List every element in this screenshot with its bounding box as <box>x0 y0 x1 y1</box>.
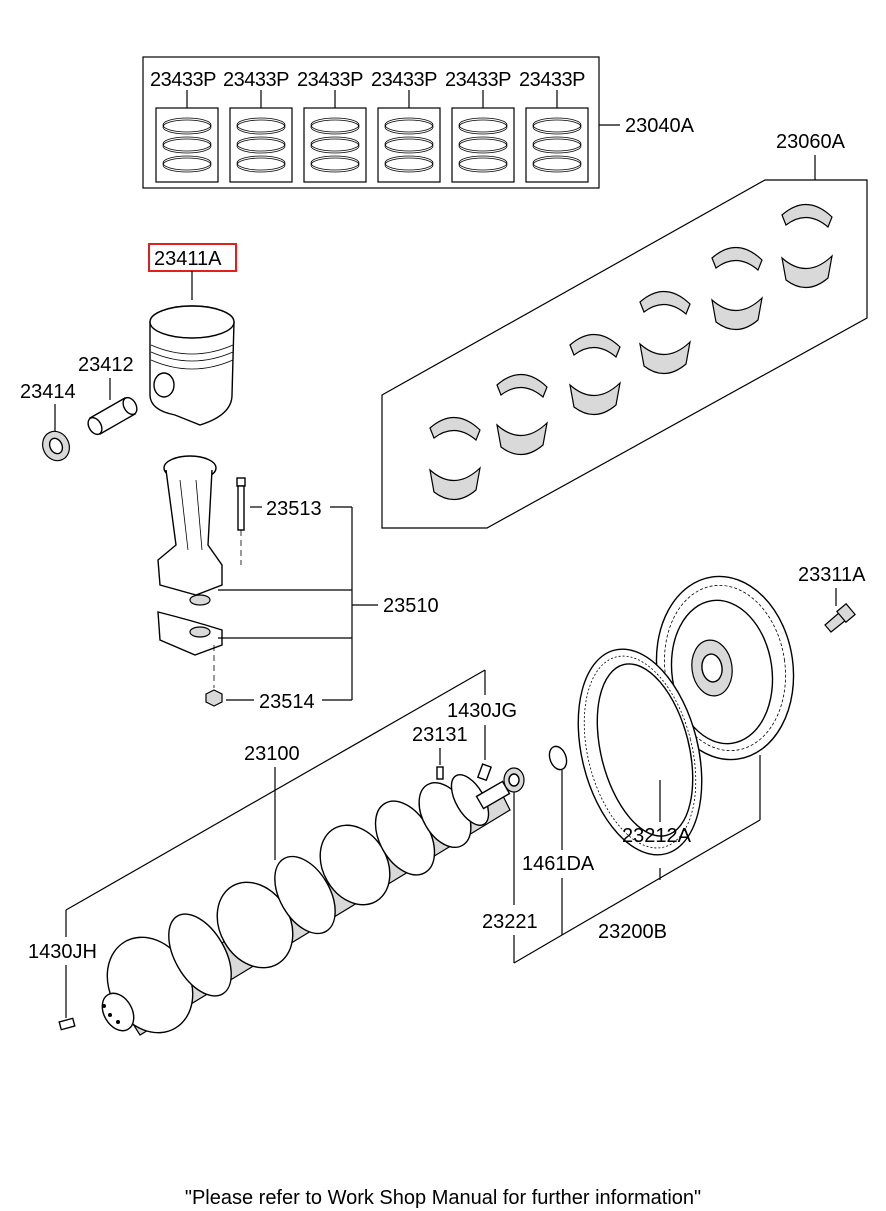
label-23414[interactable]: 23414 <box>20 381 76 403</box>
pin-jh-icon <box>58 1017 76 1031</box>
crankshaft-icon <box>101 774 511 1036</box>
piston-rings-icon <box>384 117 434 173</box>
bushing-bracket <box>513 934 563 964</box>
rod-bolt-icon <box>236 477 246 565</box>
ring-cell-frame <box>525 107 589 183</box>
piston-rings-icon <box>236 117 286 173</box>
ring-cell-frame <box>303 107 367 183</box>
ring-cell-6[interactable]: 23433P <box>519 69 589 183</box>
piston-rings-icon <box>532 117 582 173</box>
ring-set-frame <box>142 56 600 189</box>
label-ring-6[interactable]: 23433P <box>519 69 586 91</box>
ring-cell-frame <box>377 107 441 183</box>
bushing-icon <box>503 767 525 793</box>
piston-group: 23411A <box>148 243 237 426</box>
label-23510[interactable]: 23510 <box>383 595 439 617</box>
connecting-rod-group: 23510 <box>157 455 439 700</box>
flywheel-assy-group: 23200B <box>561 755 761 943</box>
assy-bracket <box>561 819 761 936</box>
piston-pin-group: 23412 <box>78 354 138 436</box>
flywheel-group: 23212A <box>577 575 795 856</box>
label-23221[interactable]: 23221 <box>482 911 538 933</box>
label-ring-2[interactable]: 23433P <box>223 69 290 91</box>
label-ring-3[interactable]: 23433P <box>297 69 364 91</box>
ring-cell-4[interactable]: 23433P <box>371 69 441 183</box>
rod-nut-icon <box>205 689 223 707</box>
crankshaft-group: 1430JG 23131 23100 1430JH <box>28 669 517 1036</box>
key-icon <box>436 766 444 780</box>
snap-ring-icon <box>42 430 70 462</box>
spacer-group: 1461DA <box>522 745 595 935</box>
ring-cell-frame <box>155 107 219 183</box>
flywheel-icon <box>655 575 795 761</box>
label-23212A[interactable]: 23212A <box>622 825 692 847</box>
label-ring-1[interactable]: 23433P <box>150 69 217 91</box>
bearing-shell-icon <box>429 203 833 501</box>
label-23060A[interactable]: 23060A <box>776 131 846 153</box>
rod-nut-group: 23514 <box>205 645 352 713</box>
ring-cell-3[interactable]: 23433P <box>297 69 367 183</box>
ring-cell-frame <box>229 107 293 183</box>
label-23100[interactable]: 23100 <box>244 743 300 765</box>
label-23412[interactable]: 23412 <box>78 354 134 376</box>
spacer-ring-icon <box>548 745 568 771</box>
flywheel-bolt-group: 23311A <box>798 564 866 633</box>
ring-gear-icon <box>577 648 703 856</box>
label-1430JG[interactable]: 1430JG <box>447 700 517 722</box>
piston-pin-icon <box>87 396 138 436</box>
piston-rings-icon <box>458 117 508 173</box>
label-23514[interactable]: 23514 <box>259 691 315 713</box>
label-ring-4[interactable]: 23433P <box>371 69 438 91</box>
label-23311A[interactable]: 23311A <box>798 564 866 586</box>
pin-jg-icon <box>476 763 492 782</box>
piston-rings-icon <box>310 117 360 173</box>
ring-set-group: 23040A 23433P 23433P 23433P <box>142 56 695 189</box>
label-23411A[interactable]: 23411A <box>154 248 222 270</box>
bearing-set-group: 23060A <box>381 131 868 529</box>
label-ring-5[interactable]: 23433P <box>445 69 512 91</box>
ring-cell-5[interactable]: 23433P <box>445 69 515 183</box>
label-1461DA[interactable]: 1461DA <box>522 853 595 875</box>
ring-cell-1[interactable]: 23433P <box>150 69 219 183</box>
piston-rings-icon <box>162 117 212 173</box>
ring-cell-2[interactable]: 23433P <box>223 69 293 183</box>
rod-bolt-group: 23513 <box>236 477 352 565</box>
ring-cell-frame <box>451 107 515 183</box>
connecting-rod-icon <box>157 455 223 656</box>
snap-ring-group: 23414 <box>20 381 76 462</box>
label-23513[interactable]: 23513 <box>266 498 322 520</box>
bushing-group: 23221 <box>482 767 563 964</box>
label-23040A[interactable]: 23040A <box>625 115 695 137</box>
piston-icon <box>149 305 235 426</box>
label-1430JH[interactable]: 1430JH <box>28 941 97 963</box>
label-23131[interactable]: 23131 <box>412 724 468 746</box>
bearing-panel-frame <box>381 179 868 529</box>
footer-note: "Please refer to Work Shop Manual for fu… <box>185 1187 701 1209</box>
label-23200B[interactable]: 23200B <box>598 921 667 943</box>
flywheel-bolt-icon <box>824 602 856 633</box>
